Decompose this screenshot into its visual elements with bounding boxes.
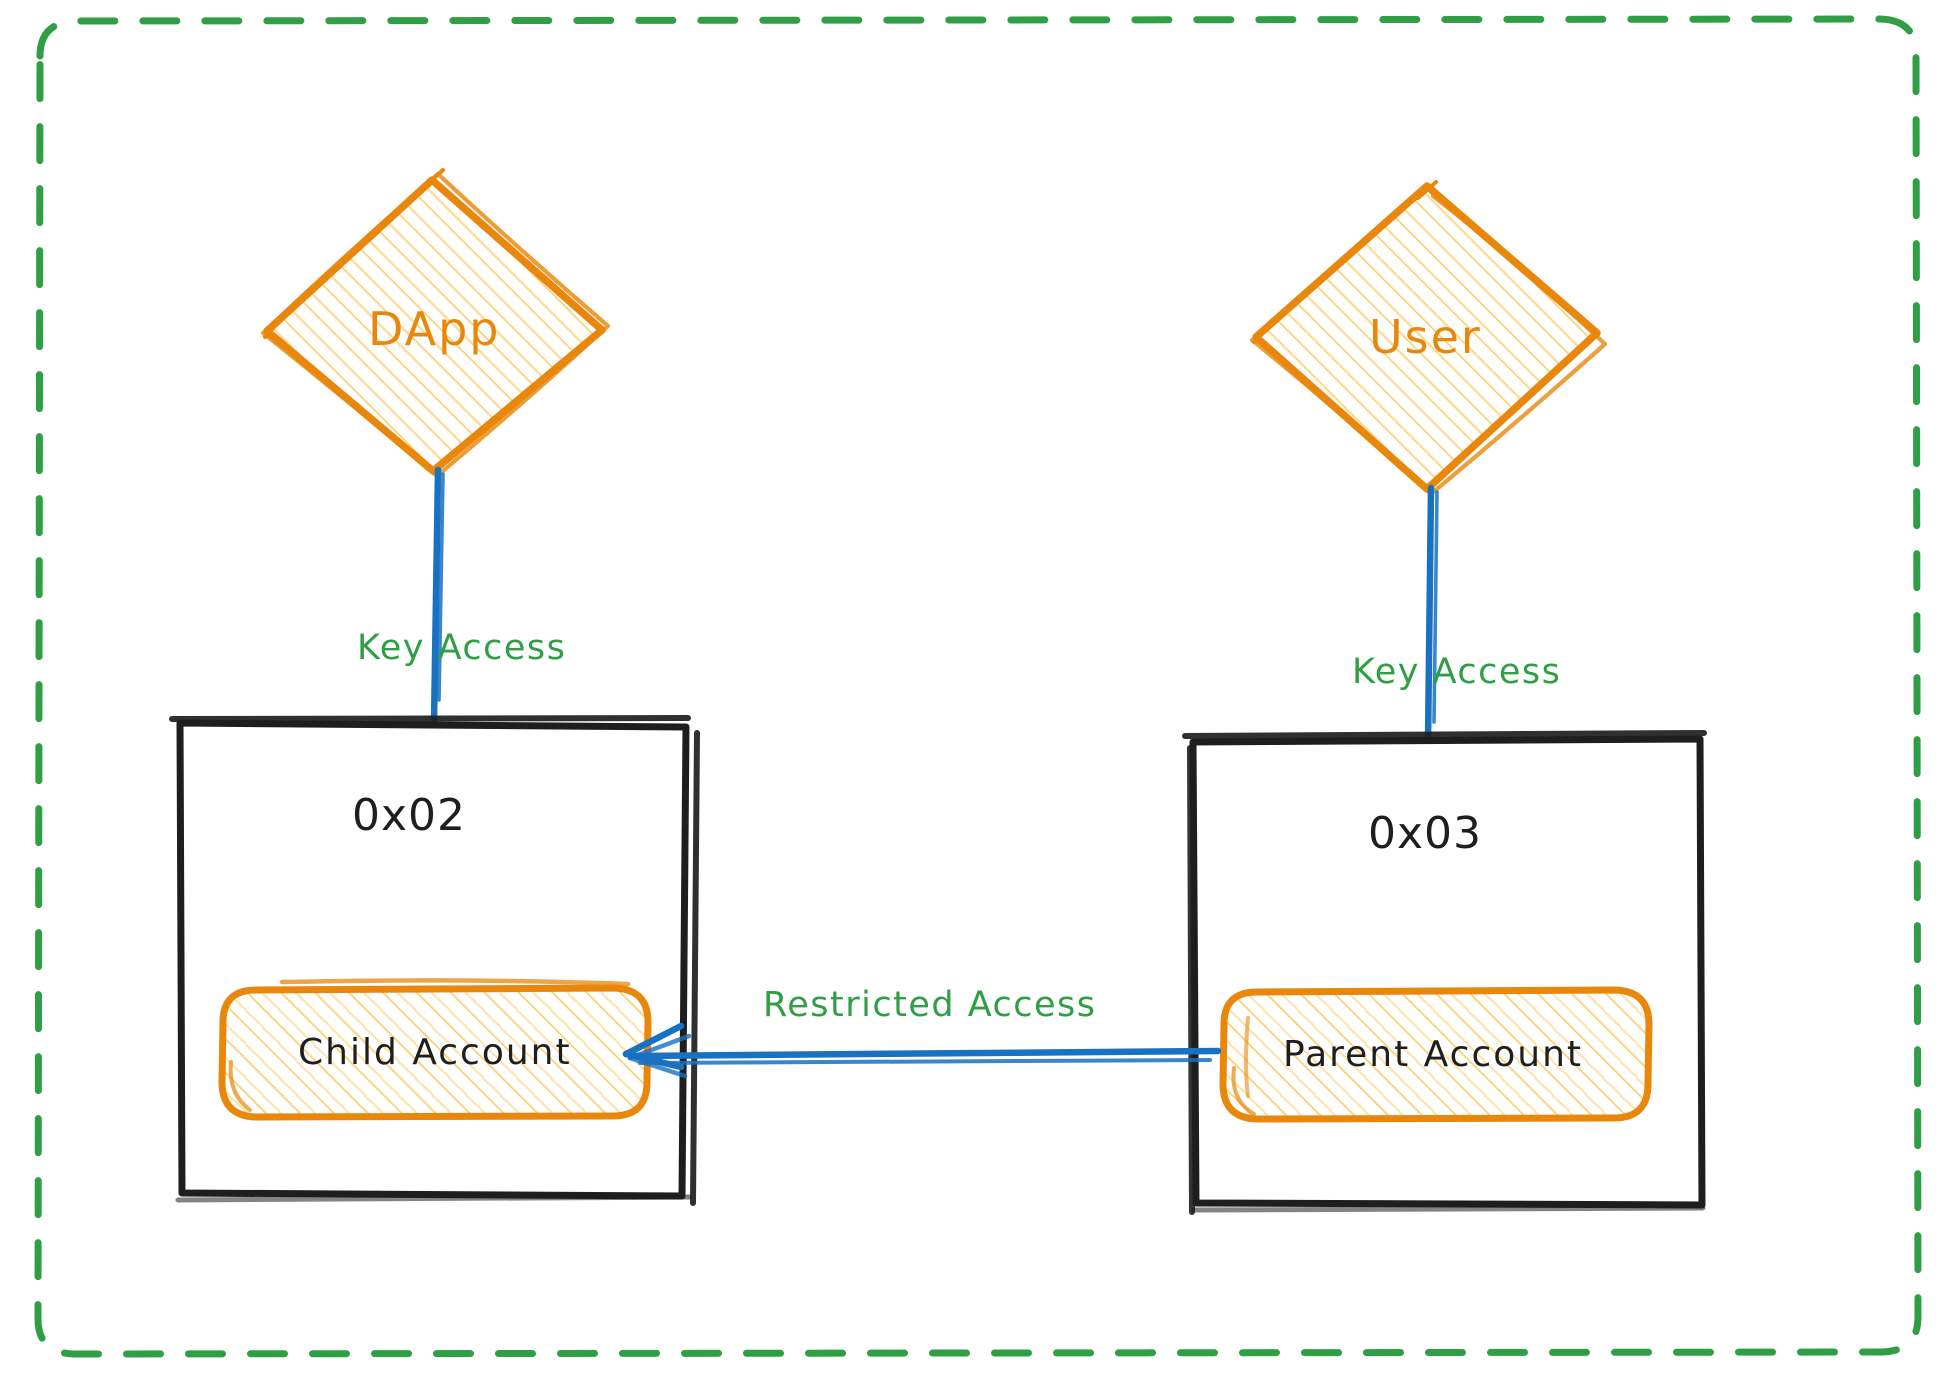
user-node[interactable] (1249, 180, 1608, 497)
child-account-box[interactable] (218, 978, 652, 1121)
child-account-container[interactable] (169, 715, 700, 1206)
edge-restricted-access[interactable] (622, 1022, 1222, 1079)
parent-account-container[interactable] (1182, 730, 1707, 1215)
parent-account-box[interactable] (1219, 986, 1653, 1123)
dapp-node[interactable] (260, 168, 611, 479)
edge-dapp-key-access[interactable] (430, 466, 445, 727)
edge-user-key-access[interactable] (1424, 484, 1439, 746)
outer-frame (34, 15, 1922, 1358)
